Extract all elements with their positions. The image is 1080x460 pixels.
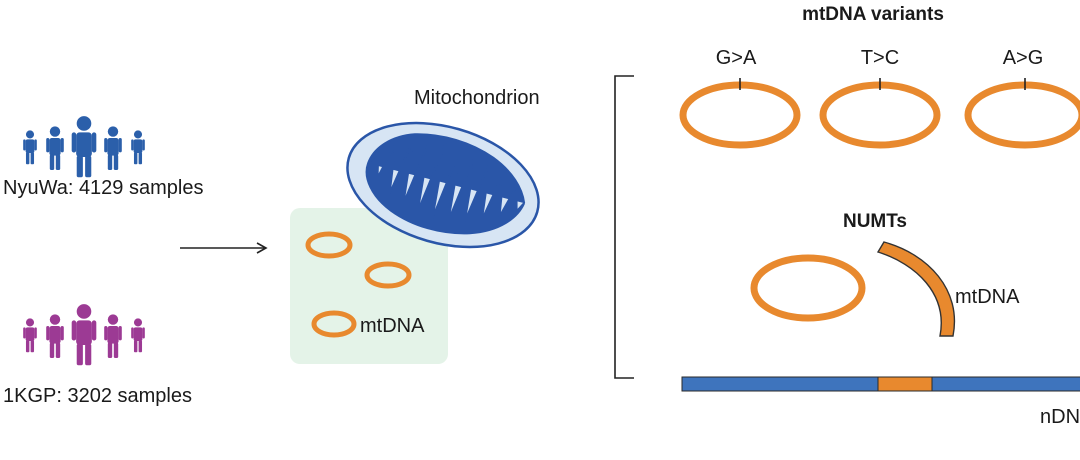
variant-a-g: A>G — [964, 47, 1080, 149]
mtdna-ring — [964, 81, 1080, 149]
mtdna-ring — [819, 81, 941, 149]
people-icon — [23, 116, 145, 178]
mitochondrion-label: Mitochondrion — [414, 87, 540, 109]
variants-title: mtDNA variants — [802, 4, 944, 25]
mtdna-ring — [305, 231, 353, 259]
variant-g-a: G>A — [679, 47, 801, 149]
mtdna-rings — [305, 231, 412, 338]
variant-t-c: T>C — [819, 47, 941, 149]
mtdna-ring — [364, 261, 412, 289]
variant-label: A>G — [1003, 47, 1044, 69]
cohort-nyuwa: NyuWa: 4129 samples — [3, 116, 203, 199]
mtdna-ring — [311, 310, 357, 338]
variant-label: G>A — [716, 47, 757, 69]
variant-label: T>C — [861, 47, 899, 69]
mtdna-ring — [750, 254, 866, 322]
mtdna-label: mtDNA — [360, 315, 425, 337]
mitochondrion-icon — [346, 121, 540, 249]
bracket — [614, 75, 634, 379]
fragment-label: mtDNA — [955, 286, 1020, 308]
ndna-label: nDNA — [1040, 406, 1080, 428]
numt-insert — [877, 376, 933, 392]
numts-title: NUMTs — [843, 211, 907, 232]
people-icon — [23, 304, 145, 366]
cohort-1kgp: 1KGP: 3202 samples — [3, 304, 192, 407]
mtdna-ring — [679, 81, 801, 149]
mtdna-panel — [290, 208, 448, 364]
cohort-label-1kgp: 1KGP: 3202 samples — [3, 385, 192, 407]
cohort-label-nyuwa: NyuWa: 4129 samples — [3, 177, 203, 199]
mtdna-fragment — [876, 241, 956, 337]
